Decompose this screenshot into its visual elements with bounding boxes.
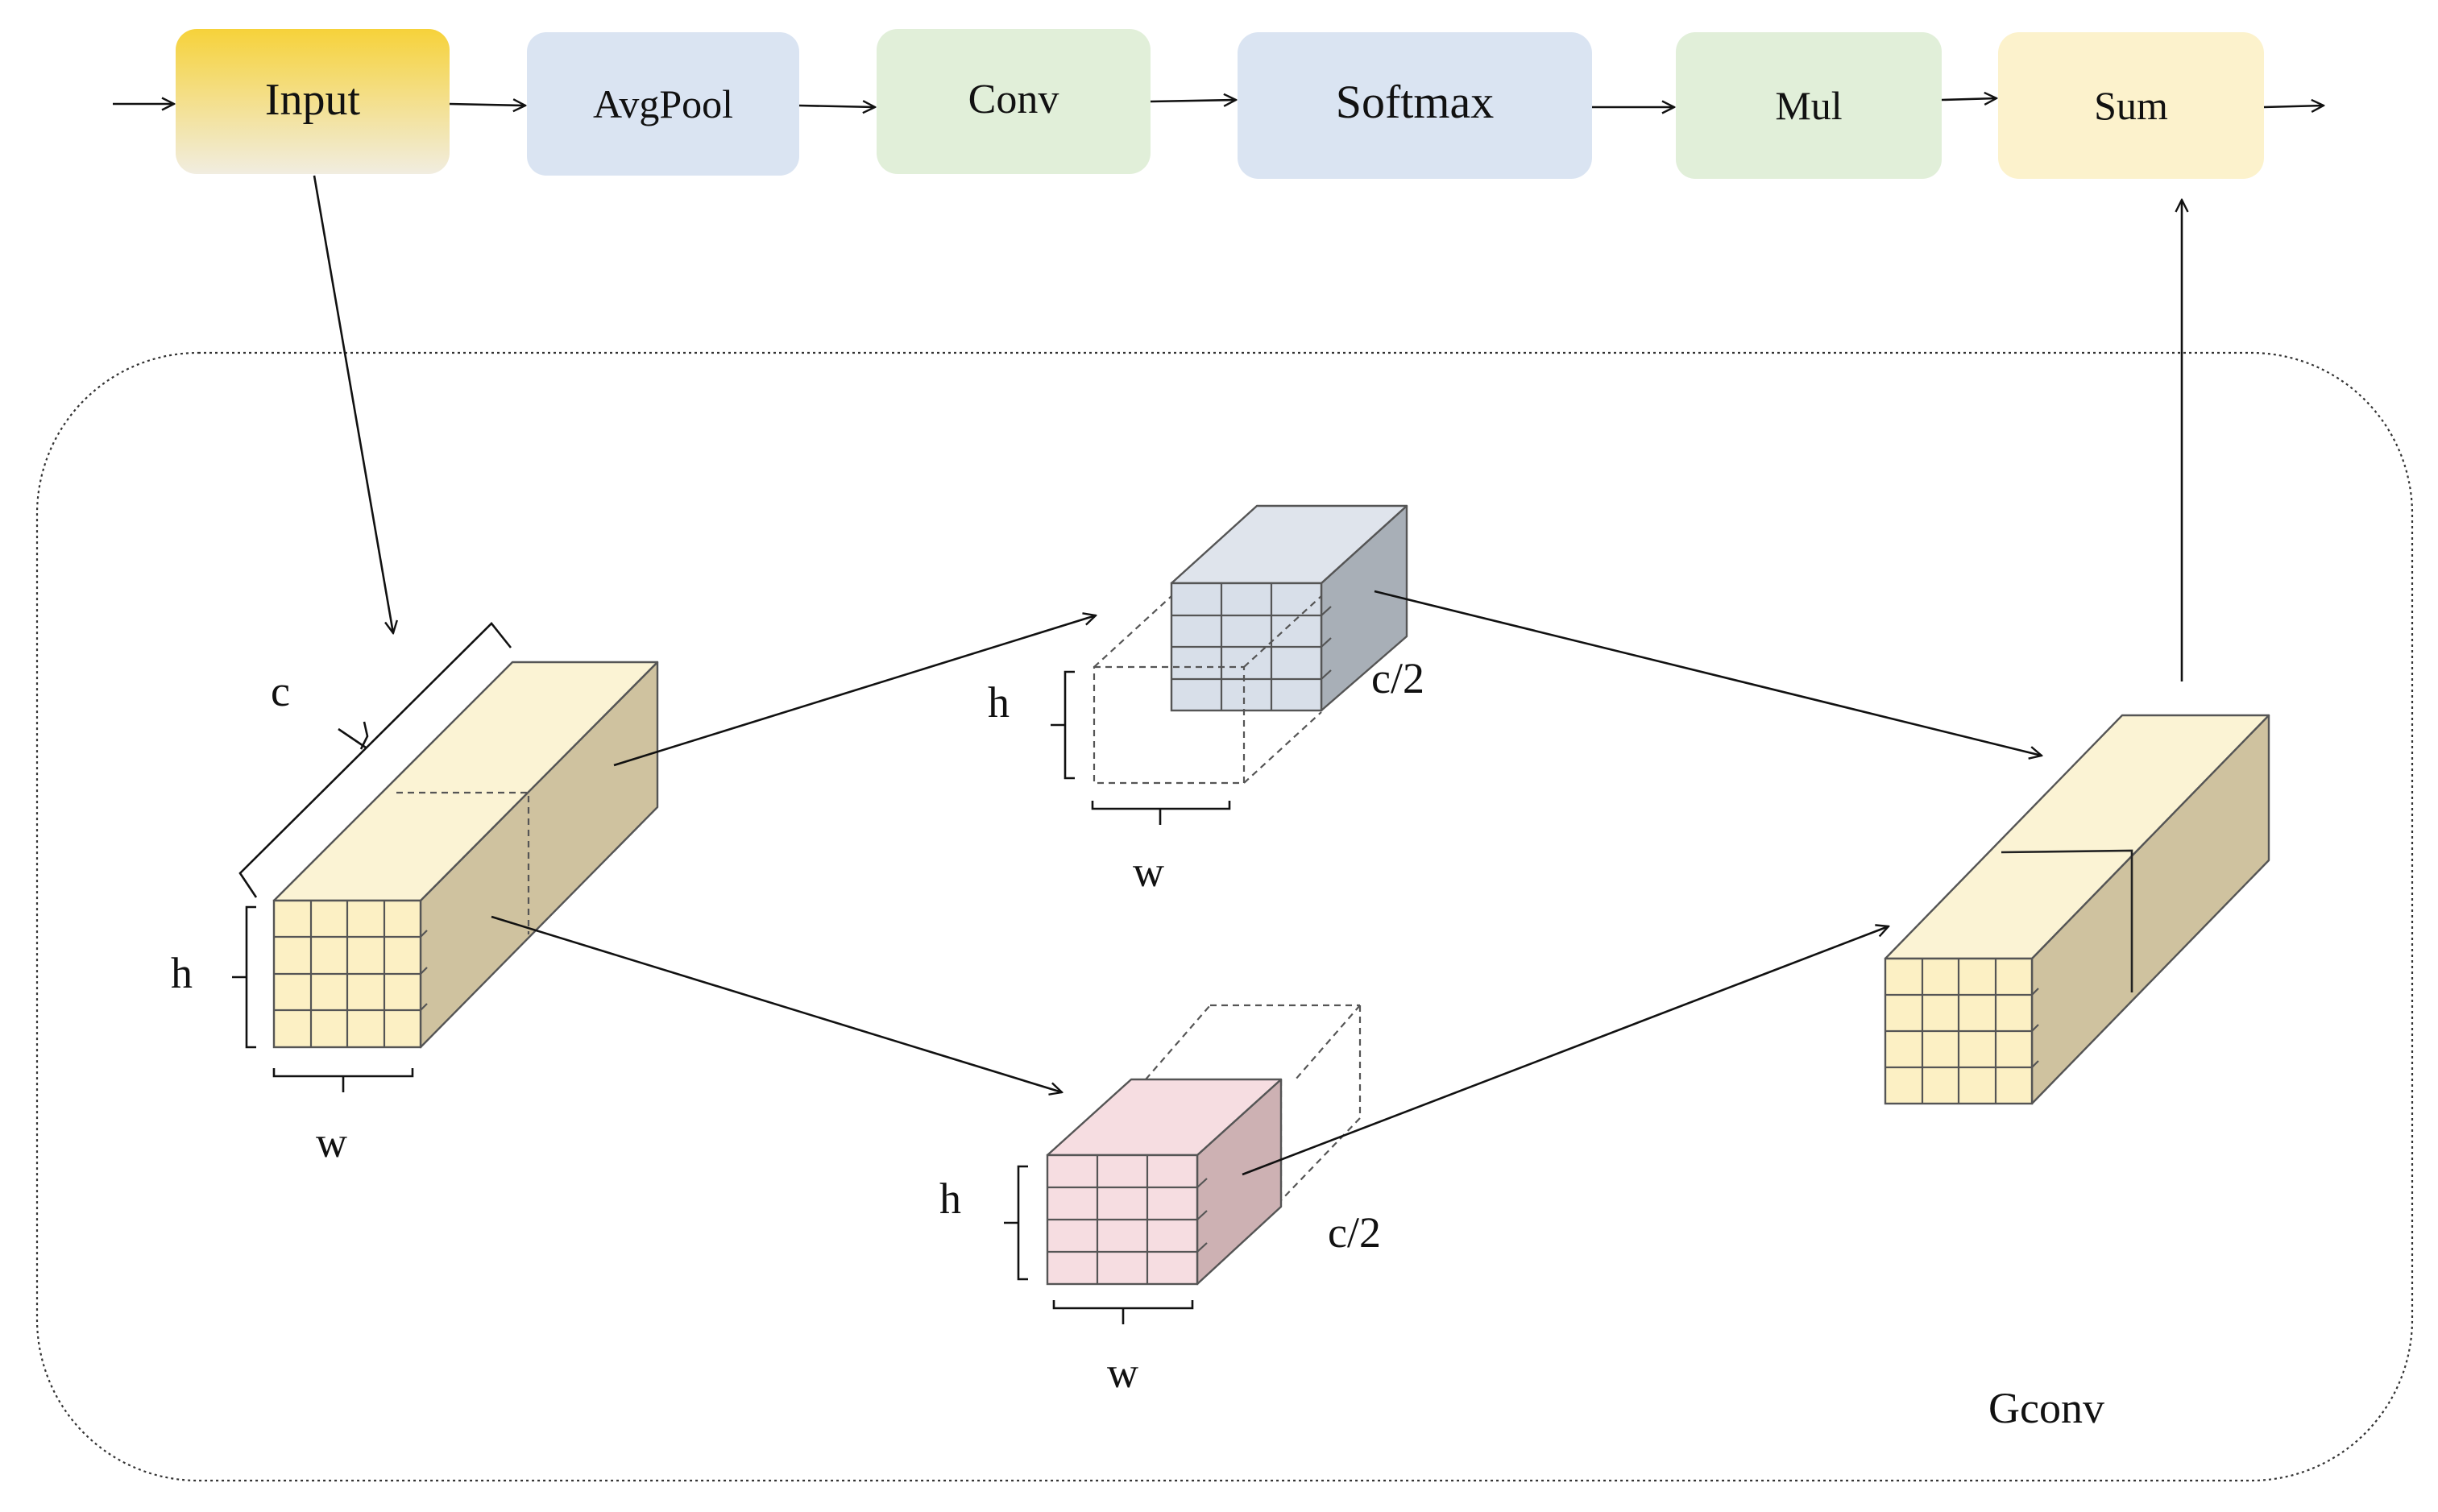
arrow-conv-softmax: [1150, 100, 1236, 101]
arrow-mul-sum: [1941, 98, 1996, 100]
arrow-input-to-tensor: [313, 175, 393, 633]
upper-height-bracket: h: [988, 670, 1075, 780]
upper-channel-label: c/2: [1371, 654, 1424, 702]
lower-width-label: w: [1107, 1348, 1138, 1397]
arrow-avgpool-conv: [798, 106, 875, 107]
mul-node-label: Mul: [1775, 83, 1842, 128]
lower-split-tensor: [1046, 1004, 1362, 1286]
upper-split-ghost: [1093, 595, 1322, 785]
gconv-container: Gconv: [35, 351, 2414, 1482]
conv-node-label: Conv: [968, 77, 1059, 122]
pipeline: Input AvgPool Conv Softmax Mul Sum: [113, 29, 2324, 179]
arrow-input-avgpool: [449, 104, 525, 106]
upper-split-tensor: [1093, 504, 1408, 785]
softmax-node-label: Softmax: [1336, 76, 1495, 128]
avgpool-node: AvgPool: [527, 32, 799, 176]
input-width-label: w: [316, 1118, 347, 1166]
sum-node: Sum: [1998, 32, 2264, 179]
arrow-exit: [2263, 106, 2324, 107]
arrow-input-to-upper: [613, 615, 1096, 767]
sum-node-label: Sum: [2094, 83, 2168, 128]
input-width-bracket: w: [272, 1068, 414, 1166]
mul-node: Mul: [1676, 32, 1942, 179]
input-height-label: h: [171, 949, 193, 997]
input-height-bracket: h: [171, 905, 256, 1049]
upper-width-label: w: [1133, 847, 1164, 896]
input-channel-label: c: [271, 667, 290, 715]
softmax-node: Softmax: [1238, 32, 1592, 179]
lower-height-label: h: [939, 1174, 961, 1223]
input-channel-bracket: c: [238, 622, 512, 898]
lower-width-bracket: w: [1052, 1300, 1194, 1397]
input-tensor: [272, 661, 659, 1049]
upper-height-label: h: [988, 678, 1010, 727]
output-tensor: [1884, 714, 2270, 1105]
gconv-label: Gconv: [1988, 1384, 2104, 1432]
input-node: Input: [176, 29, 450, 174]
upper-width-bracket: w: [1091, 801, 1231, 896]
arrow-lower-to-output: [1242, 926, 1889, 1176]
avgpool-node-label: AvgPool: [593, 81, 733, 126]
lower-channel-label: c/2: [1328, 1208, 1381, 1257]
conv-node: Conv: [877, 29, 1151, 174]
input-tensor-partition: [396, 791, 530, 934]
arrow-upper-to-output: [1374, 590, 2042, 756]
output-tensor-partition: [2001, 849, 2133, 992]
lower-height-bracket: h: [939, 1165, 1028, 1281]
input-node-label: Input: [265, 75, 361, 125]
arrow-input-to-lower: [491, 915, 1062, 1092]
